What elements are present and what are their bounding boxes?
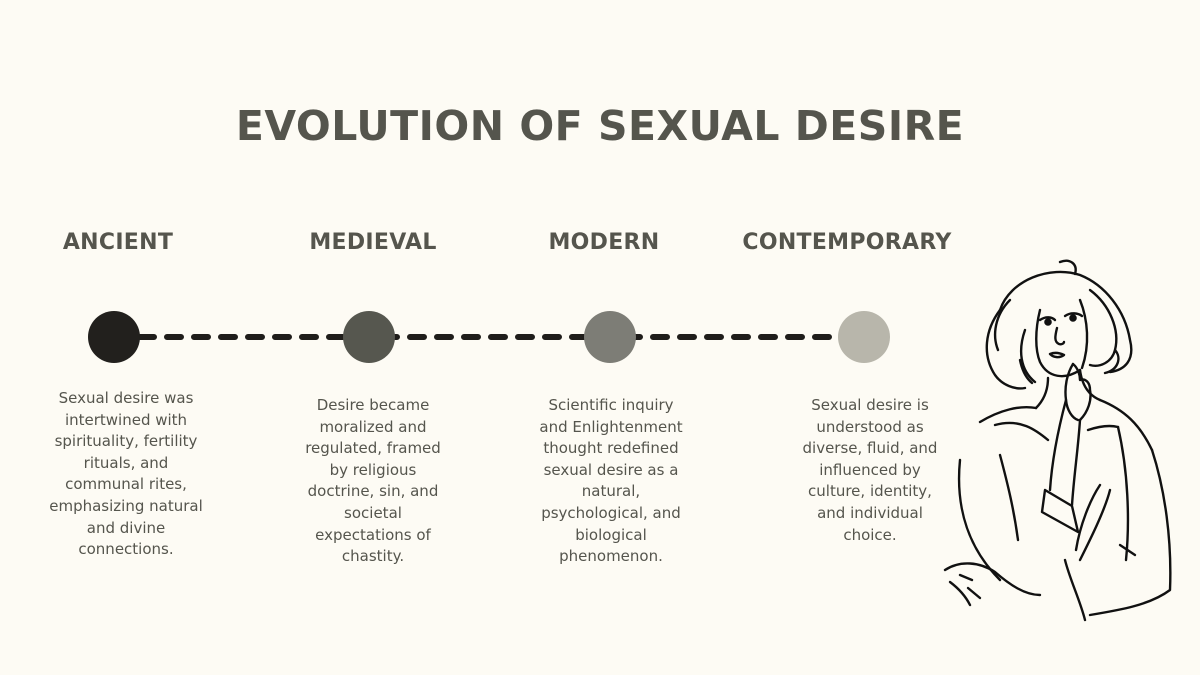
era-label-contemporary: CONTEMPORARY xyxy=(742,230,952,255)
era-label-ancient: ANCIENT xyxy=(62,230,174,255)
timeline-dot-medieval xyxy=(343,311,395,363)
era-description-contemporary: Sexual desire is understood as diverse, … xyxy=(802,396,938,544)
era-label-modern: MODERN xyxy=(548,230,660,255)
thinking-woman-icon xyxy=(943,259,1172,622)
timeline-dot-contemporary xyxy=(838,311,890,363)
era-description-ancient: Sexual desire was intertwined with spiri… xyxy=(49,389,203,559)
era-label-medieval: MEDIEVAL xyxy=(309,230,437,255)
era-description-medieval: Desire became moralized and regulated, f… xyxy=(305,396,441,566)
timeline-dot-ancient xyxy=(88,311,140,363)
page-title: EVOLUTION OF SEXUAL DESIRE xyxy=(235,102,965,150)
era-description-modern: Scientific inquiry and Enlightenment tho… xyxy=(539,396,683,566)
timeline-dot-modern xyxy=(584,311,636,363)
